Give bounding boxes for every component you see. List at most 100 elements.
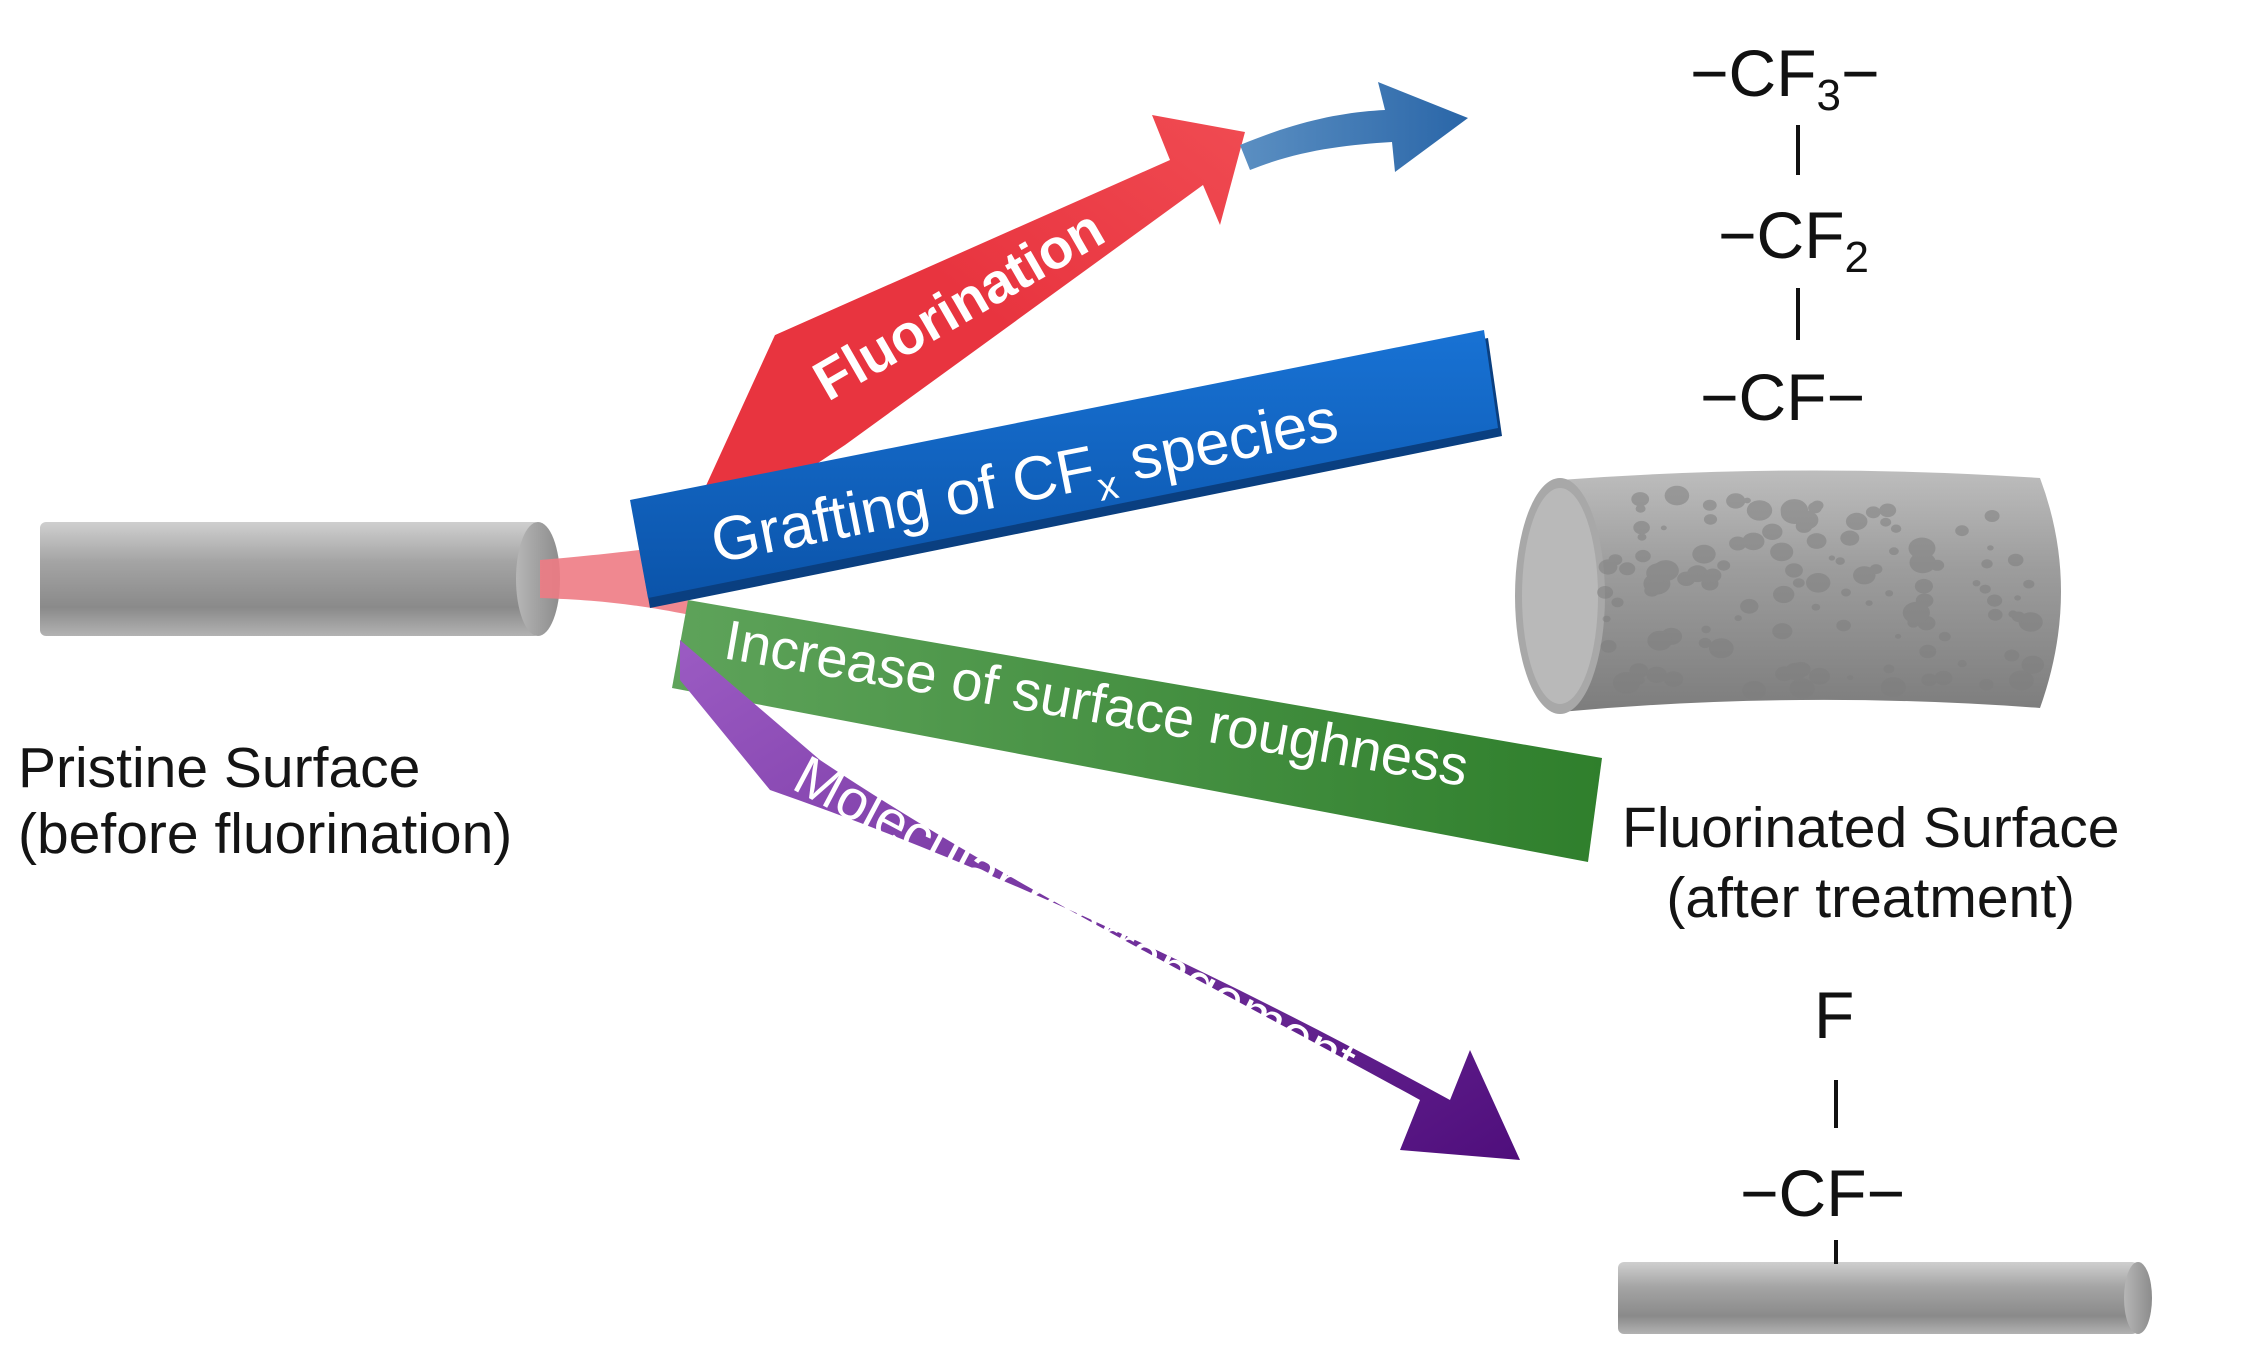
surface-pit — [1698, 637, 1712, 649]
surface-pit — [1772, 623, 1793, 640]
surface-pit — [2023, 579, 2035, 589]
surface-pit — [1915, 593, 1934, 608]
surface-pit — [1598, 559, 1618, 575]
surface-pit — [1773, 585, 1795, 604]
fluorination-arrow — [672, 115, 1245, 560]
surface-pit — [1785, 563, 1803, 578]
roughness-bar — [672, 600, 1602, 862]
surface-pit — [1845, 512, 1868, 531]
surface-pit — [1660, 525, 1667, 531]
surface-pit — [1847, 675, 1854, 681]
surface-pit — [1687, 565, 1708, 583]
surface-pit — [1979, 678, 1994, 691]
surface-pit — [1729, 536, 1747, 551]
surface-pit — [1806, 573, 1831, 593]
surface-pit — [1934, 670, 1953, 686]
surface-pit — [1780, 499, 1809, 522]
surface-pit — [1938, 631, 1951, 642]
surface-pit — [1979, 584, 1991, 594]
surface-pit — [1708, 638, 1734, 659]
surface-pit — [1663, 671, 1684, 687]
surface-pit — [2007, 553, 2024, 567]
surface-pit — [1647, 630, 1673, 651]
surface-pit — [1981, 559, 1993, 569]
surface-pit — [1795, 519, 1813, 533]
surface-pit — [1914, 578, 1933, 594]
surface-pit — [1988, 608, 2003, 621]
rearranged-fiber — [1618, 1262, 2152, 1334]
blue-curved-arrow — [1240, 82, 1468, 172]
surface-pit — [1955, 525, 1969, 537]
surface-pit — [1611, 597, 1624, 608]
surface-pit — [1717, 560, 1731, 571]
surface-pit — [1865, 600, 1873, 606]
surface-pit — [1743, 497, 1751, 504]
surface-pit — [2008, 670, 2034, 691]
surface-pit — [1984, 510, 2000, 522]
grafting-bar — [630, 330, 1502, 608]
surface-pit — [1869, 564, 1883, 575]
surface-pit — [1835, 557, 1845, 565]
surface-pit — [1880, 517, 1892, 527]
rearrangement-arrow — [680, 640, 1520, 1160]
surface-pit — [1895, 633, 1902, 639]
surface-pit — [1890, 524, 1902, 533]
surface-pit — [1635, 504, 1646, 513]
surface-pit — [1987, 594, 2003, 607]
surface-pit — [1879, 503, 1897, 518]
surface-pit — [1740, 598, 1759, 614]
surface-pit — [1840, 530, 1860, 546]
surface-pit — [1597, 586, 1614, 599]
surface-pit — [1885, 590, 1894, 597]
surface-pit — [1734, 615, 1742, 622]
surface-pit — [2008, 610, 2018, 618]
surface-pit — [1726, 493, 1746, 509]
surface-pit — [1742, 532, 1765, 551]
surface-pit — [1602, 615, 1611, 623]
surface-pit — [1828, 555, 1836, 561]
surface-pit — [1692, 544, 1716, 564]
surface-pit — [1792, 578, 1805, 588]
surface-pit — [1664, 485, 1690, 506]
surface-pit — [1746, 500, 1773, 521]
surface-pit — [1646, 666, 1667, 683]
surface-pit — [1836, 619, 1851, 632]
surface-pit — [1921, 673, 1938, 687]
surface-pit — [1704, 568, 1722, 583]
surface-pit — [1701, 625, 1711, 634]
surface-pit — [1644, 584, 1660, 597]
surface-pit — [2004, 649, 2020, 662]
surface-pit — [1633, 675, 1645, 685]
surface-pit — [1811, 603, 1821, 611]
surface-pit — [1987, 545, 1994, 551]
surface-pit — [1957, 659, 1967, 668]
surface-pit — [1612, 671, 1641, 694]
surface-pit — [1909, 552, 1936, 574]
surface-pit — [1808, 502, 1822, 514]
surface-pit — [1770, 542, 1794, 562]
surface-pit — [1809, 667, 1830, 685]
surface-pit — [1919, 644, 1937, 659]
surface-pit — [1702, 499, 1717, 511]
surface-pit — [1600, 639, 1617, 653]
surface-pit — [2026, 623, 2036, 631]
surface-pit — [1631, 492, 1650, 507]
surface-pit — [2021, 655, 2045, 674]
surface-pit — [1762, 523, 1783, 540]
surface-pit — [2014, 595, 2021, 601]
surface-pit — [1806, 533, 1827, 549]
surface-pit — [1652, 560, 1679, 582]
surface-pit — [1697, 570, 1705, 576]
surface-pit — [1789, 678, 1815, 699]
surface-pit — [1637, 533, 1647, 541]
surface-pit — [1883, 664, 1895, 674]
surface-pit — [1775, 666, 1794, 682]
surface-pit — [1880, 677, 1906, 698]
surface-pit — [1633, 520, 1650, 535]
surface-pit — [1863, 568, 1872, 575]
surface-pit — [1619, 562, 1636, 576]
surface-pit — [1972, 580, 1981, 587]
surface-pit — [1841, 588, 1851, 597]
surface-pit — [1889, 547, 1899, 556]
